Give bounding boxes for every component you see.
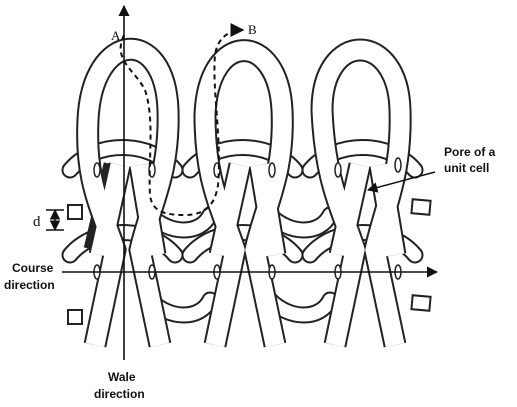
course-direction-label-line2: direction: [4, 278, 55, 292]
wale-direction-label-line1: Wale: [108, 370, 136, 384]
d-dimension-marker: [46, 210, 64, 230]
point-b-label: B: [248, 22, 257, 37]
pore-label-line2: unit cell: [444, 161, 489, 175]
point-a-label: A: [111, 28, 121, 43]
wale-direction-label-line2: direction: [94, 387, 145, 401]
d-label: d: [33, 214, 41, 230]
pore-label-line1: Pore of a: [444, 145, 496, 159]
course-direction-label-line1: Course: [12, 261, 54, 275]
